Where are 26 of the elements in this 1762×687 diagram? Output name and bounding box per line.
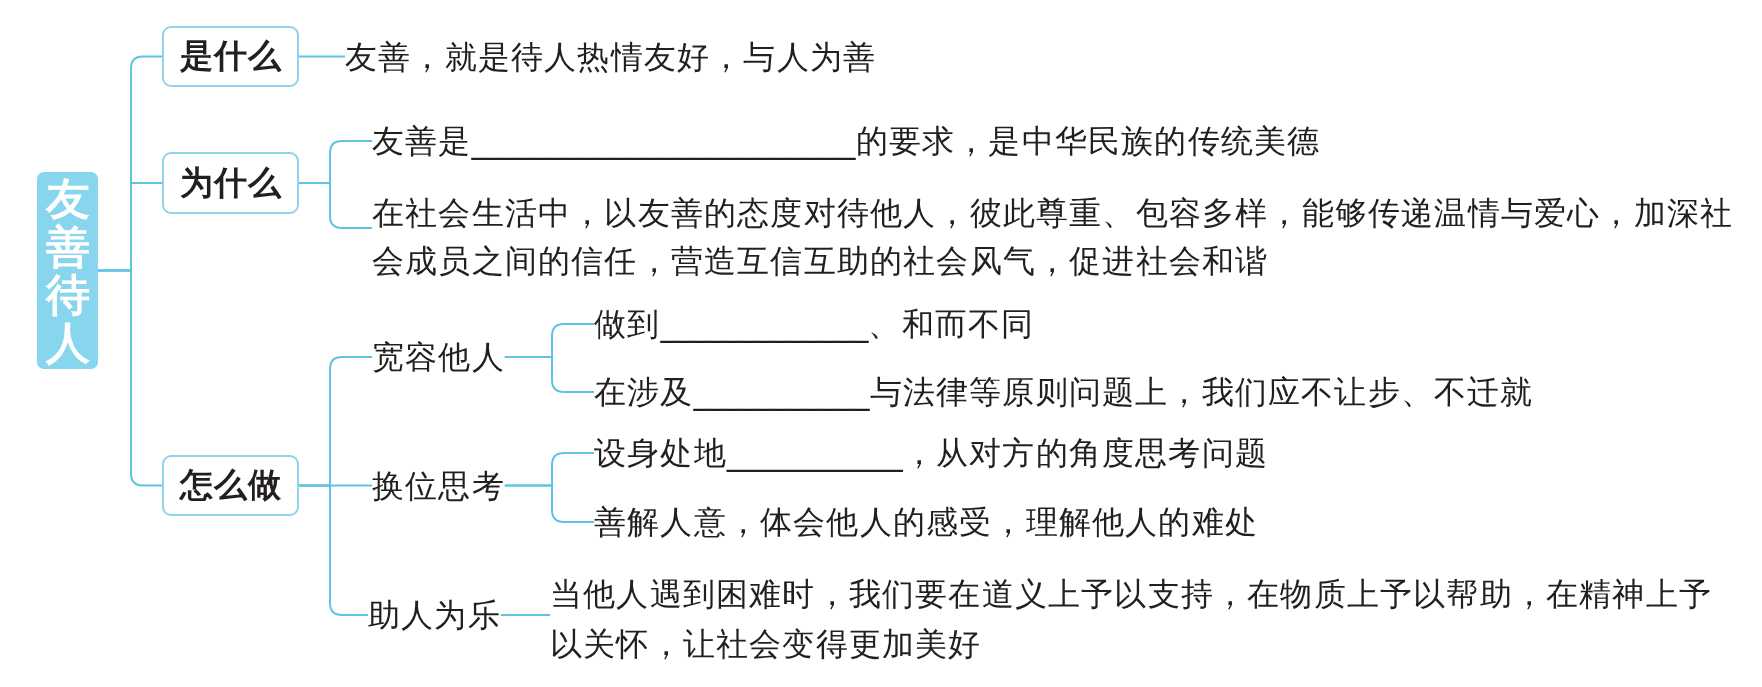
- category-box: 怎么做: [162, 455, 299, 516]
- statement-text: 当他人遇到困难时，我们要在道义上予以支持，在物质上予以帮助，在精神上予以关怀，让社会变得更加美好: [550, 569, 1725, 669]
- connector-line: [97, 269, 163, 487]
- connector-line: [298, 55, 346, 58]
- fill-in-line: ___________: [693, 373, 870, 411]
- statement-text: 在社会生活中，以友善的态度对待他人，彼此尊重、包容多样，能够传递温情与爱心，加深社会成员之间的信任，营造互信互助的社会风气，促进社会和谐: [372, 189, 1744, 285]
- statement-text: 在涉及___________与法律等原则问题上，我们应不让步、不迁就: [594, 372, 1534, 412]
- connector-line: [503, 484, 595, 523]
- statement-text: 友善是________________________的要求，是中华民族的传统美德: [372, 121, 1321, 161]
- fill-in-line: _____________: [660, 305, 869, 343]
- topic-box: 友善待人: [37, 172, 98, 369]
- subtopic-label: 助人为乐: [368, 595, 501, 635]
- category-box: 为什么: [162, 152, 299, 214]
- fill-in-line: ________________________: [471, 122, 856, 160]
- statement-text: 设身处地___________，从对方的角度思考问题: [594, 433, 1268, 473]
- statement-text: 善解人意，体会他人的感受，理解他人的难处: [594, 502, 1258, 542]
- connector-line: [499, 614, 551, 616]
- statement-text: 友善，就是待人热情友好，与人为善: [345, 37, 877, 77]
- statement-text: 做到_____________、和而不同: [594, 304, 1035, 344]
- fill-in-line: ___________: [726, 434, 903, 472]
- subtopic-label: 宽容他人: [372, 337, 505, 377]
- connector-line: [298, 484, 369, 616]
- category-box: 是什么: [162, 26, 299, 87]
- connector-line: [298, 182, 373, 229]
- connector-line: [503, 356, 595, 393]
- subtopic-label: 换位思考: [372, 465, 505, 506]
